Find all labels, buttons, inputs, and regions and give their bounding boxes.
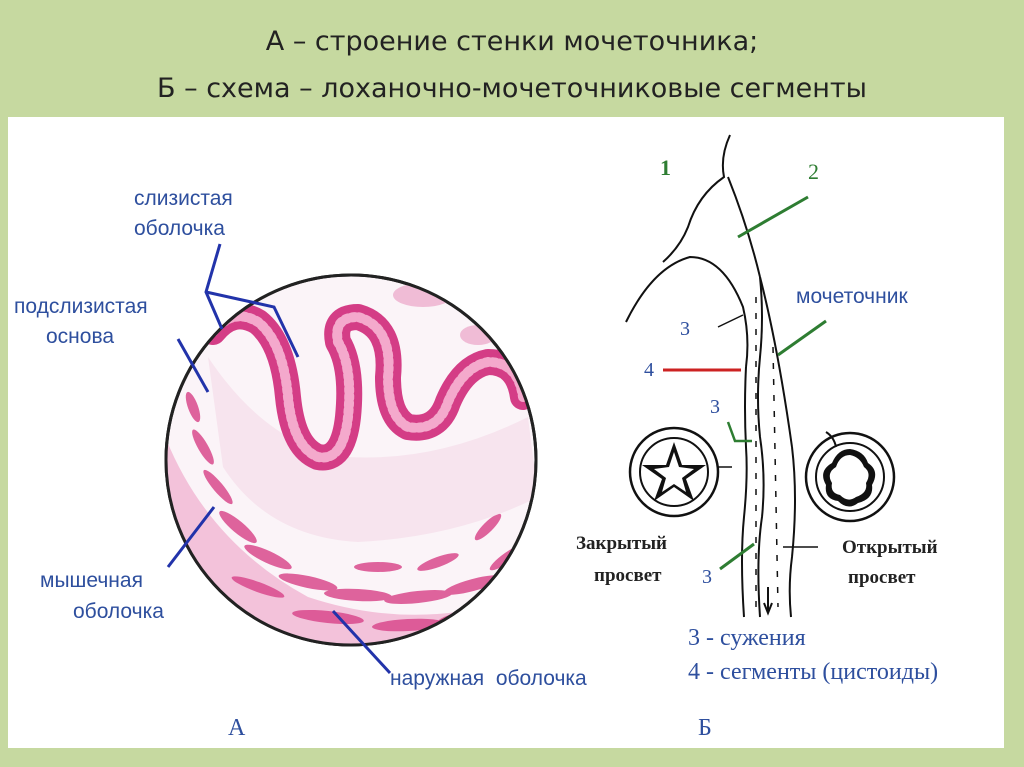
slide-title-line-1: А – строение стенки мочеточника; — [265, 26, 759, 57]
ureter-outer-wall — [788, 446, 796, 618]
leader-submucosa — [176, 338, 210, 393]
panel-a-leaders — [166, 243, 392, 675]
lumen-fragment — [393, 283, 453, 307]
label-3c: 3 — [702, 566, 712, 588]
label-3a: 3 — [680, 318, 690, 340]
closed-lumen-crosssection — [628, 426, 720, 518]
label-muscular-line2: оболочка — [73, 600, 164, 623]
connective-tissue — [208, 357, 536, 542]
label-open-line2: просвет — [848, 567, 916, 588]
leader-3c — [719, 542, 755, 571]
label-submucosa-line1: подслизистая — [14, 295, 148, 318]
slide-title-line-2: Б – схема – лоханочно-мочеточниковые сег… — [157, 73, 867, 104]
leader-3b — [726, 421, 752, 443]
mucosa-epithelium — [208, 311, 528, 463]
panel-b-letter: Б — [698, 715, 712, 741]
micrograph — [164, 273, 538, 647]
label-submucosa-line2: основа — [46, 325, 114, 348]
pelvis-lower-edge — [625, 255, 749, 368]
label-3b: 3 — [710, 396, 720, 418]
label-closed-line1: Закрытый — [576, 533, 667, 554]
pelvis-edge — [727, 176, 761, 278]
figure-svg: слизистая оболочка подслизистая основа м… — [14, 134, 938, 741]
leader-ureter — [777, 319, 827, 357]
ureter-right-wall — [757, 276, 765, 618]
label-muscular-line1: мышечная — [40, 569, 143, 592]
panel-a-letter: А — [228, 715, 246, 741]
figure-panel: слизистая оболочка подслизистая основа м… — [8, 117, 1004, 748]
leader-muscular — [166, 506, 216, 568]
label-mucosa-line2: оболочка — [134, 217, 225, 240]
label-1: 1 — [660, 155, 671, 180]
leader-outer — [331, 609, 392, 675]
label-2: 2 — [808, 159, 819, 184]
ureter-left-wall — [741, 366, 748, 618]
label-outer: наружная оболочка — [390, 667, 587, 690]
leader-2 — [737, 195, 809, 239]
label-open-line1: Открытый — [842, 537, 938, 558]
label-closed-line2: просвет — [594, 565, 662, 586]
legend-3: 3 - сужения — [688, 625, 806, 651]
label-mucosa-line1: слизистая — [134, 187, 233, 210]
leader-3a — [717, 314, 744, 328]
legend-4: 4 - сегменты (цистоиды) — [688, 659, 938, 685]
muscular-layer — [166, 417, 536, 645]
lumen-fragment — [460, 325, 496, 345]
ureter-upper-wall — [759, 276, 793, 448]
calyx-branch — [662, 134, 731, 263]
leader-mucosa-right — [205, 290, 300, 358]
leader-mucosa-left — [204, 243, 224, 330]
ureter-schema — [625, 134, 796, 618]
label-ureter: мочеточник — [796, 285, 908, 308]
label-4: 4 — [644, 359, 654, 381]
open-lumen-crosssection — [804, 431, 896, 523]
